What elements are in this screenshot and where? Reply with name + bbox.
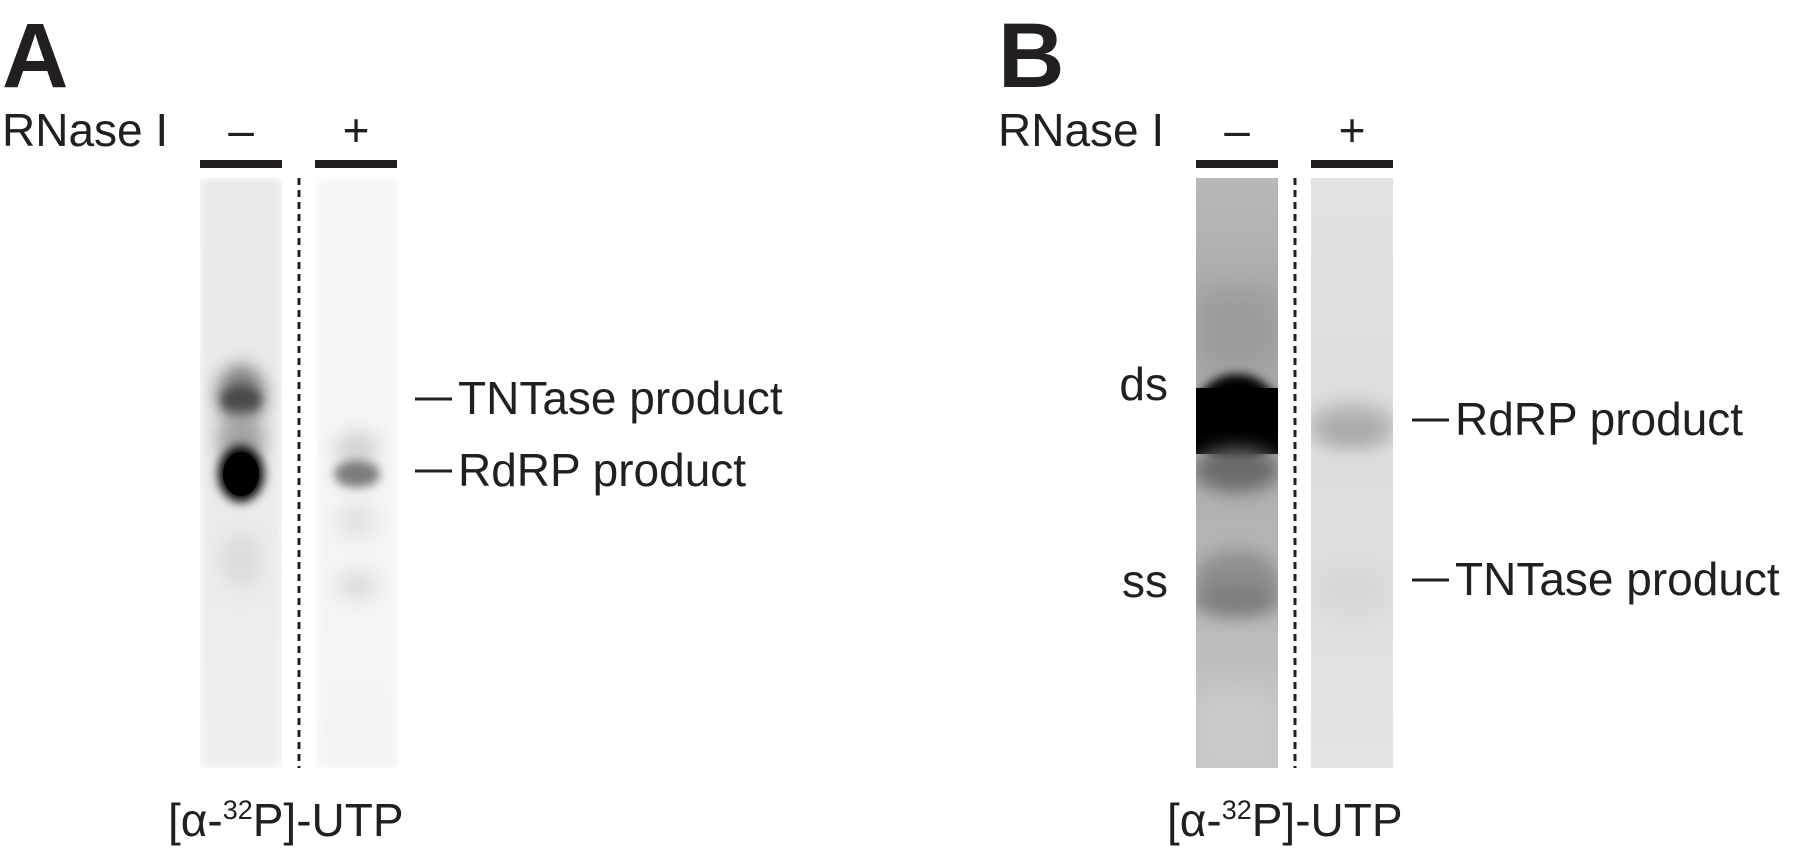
treatment-label-b: RNase I — [998, 104, 1164, 156]
lane-sign-plus-a: + — [343, 104, 370, 156]
band-label-tntase-a: TNTase product — [458, 372, 783, 424]
radiolabel-a: [α-32P]-UTP — [168, 794, 404, 846]
side-label-ds: ds — [1119, 358, 1168, 410]
lane-bar-plus-a — [315, 160, 397, 168]
lane-sign-minus-b: – — [1224, 104, 1250, 156]
treatment-label-a: RNase I — [2, 104, 168, 156]
gel-lane-plus-a — [316, 178, 398, 768]
panel-a: A RNase I – + TNTase product RdRP pr — [2, 5, 783, 846]
panel-letter-a: A — [2, 5, 68, 107]
lane-bar-minus-a — [200, 160, 282, 168]
panel-b: B RNase I – + ds ss RdRP product — [998, 5, 1780, 846]
lane-sign-plus-b: + — [1339, 104, 1366, 156]
gel-lane-minus-b — [1196, 178, 1278, 768]
gel-lane-minus-a — [200, 178, 282, 768]
radiolabel-b: [α-32P]-UTP — [1167, 794, 1403, 846]
panel-letter-b: B — [998, 5, 1064, 107]
band-label-rdrp-a: RdRP product — [458, 444, 746, 496]
band-label-tntase-b: TNTase product — [1455, 553, 1780, 605]
lane-sign-minus-a: – — [228, 104, 254, 156]
lane-bar-plus-b — [1311, 160, 1393, 168]
gel-lane-plus-b — [1311, 178, 1393, 768]
side-label-ss: ss — [1122, 555, 1168, 607]
band-label-rdrp-b: RdRP product — [1455, 393, 1743, 445]
lane-bar-minus-b — [1196, 160, 1278, 168]
